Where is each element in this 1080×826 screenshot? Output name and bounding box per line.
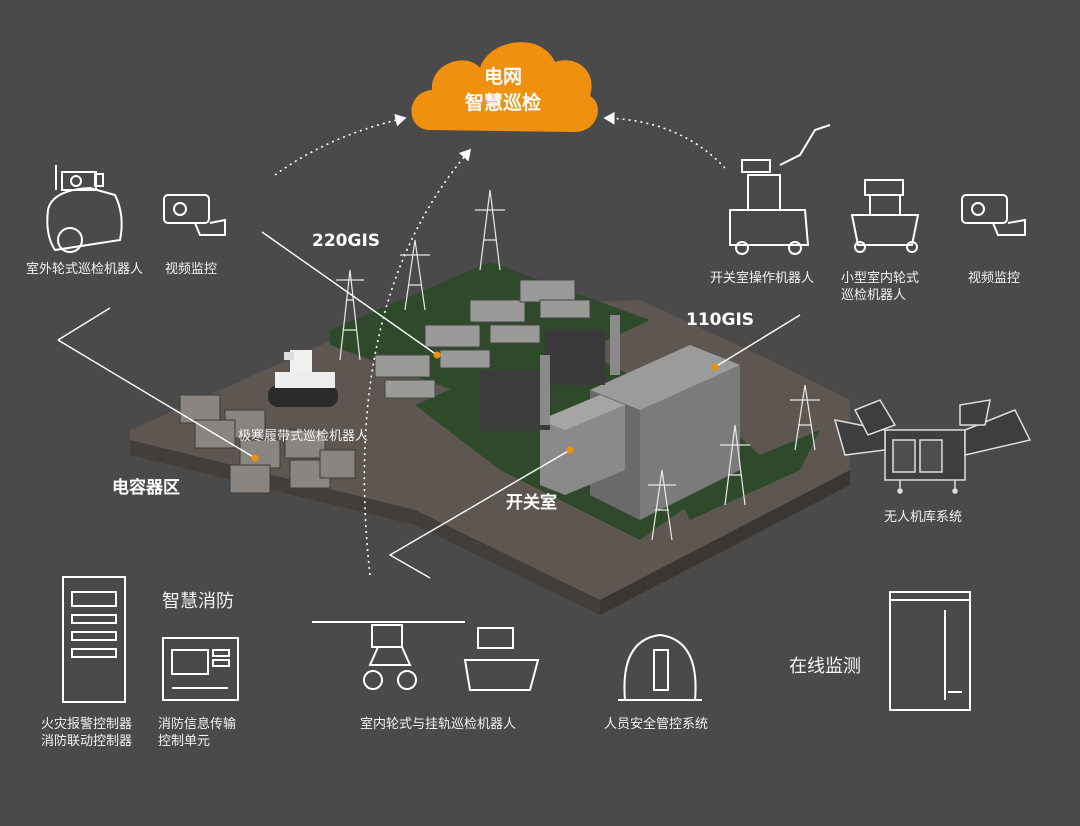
label-tracked-robot: 极寒履带式巡检机器人: [238, 429, 369, 444]
cloud-line2: 智慧巡检: [464, 92, 541, 114]
label-fire-info-line2: 控制单元: [158, 734, 211, 749]
helmet-icon: [618, 633, 702, 701]
label-fire-info: 消防信息传输 控制单元: [158, 716, 236, 750]
drone-hangar-illustration: [833, 399, 1032, 494]
label-outdoor-robot: 室外轮式巡检机器人: [26, 262, 144, 277]
zone-switch-room: 开关室: [506, 493, 557, 513]
label-video-right: 视频监控: [968, 271, 1021, 286]
label-small-indoor-robot-line1: 小型室内轮式: [841, 271, 920, 286]
switch-room-building: [540, 345, 740, 520]
leader-lines: [57, 231, 801, 579]
label-fire-alarm-line2: 消防联动控制器: [41, 734, 133, 749]
label-drone-hangar: 无人机库系统: [884, 510, 963, 525]
label-fire-info-line1: 消防信息传输: [158, 717, 237, 732]
flow-arrows: [274, 111, 726, 576]
transformers: [480, 315, 620, 430]
cloud-title: 电网 智慧巡检: [418, 64, 588, 116]
camera-icon-right: [961, 194, 1026, 236]
rail-robot-icon: [312, 621, 540, 691]
fire-info-unit-icon: [162, 637, 239, 701]
capacitor-racks: [179, 394, 356, 494]
gis-equipment: [374, 279, 591, 399]
label-switch-robot: 开关室操作机器人: [710, 271, 815, 286]
label-helmet: 人员安全管控系统: [604, 717, 709, 732]
switch-robot-icon: [729, 124, 831, 255]
leader-dots: [251, 351, 719, 462]
label-fire-alarm-line1: 火灾报警控制器: [41, 717, 133, 732]
zone-capacitor: 电容器区: [112, 478, 180, 498]
label-fire-title: 智慧消防: [162, 591, 234, 612]
label-fire-alarm: 火灾报警控制器 消防联动控制器: [41, 716, 132, 750]
outdoor-robot-icon: [46, 165, 123, 253]
label-online-monitor: 在线监测: [789, 656, 861, 677]
label-rail-robot: 室内轮式与挂轨巡检机器人: [360, 717, 517, 732]
small-indoor-robot-icon: [850, 179, 920, 253]
label-small-indoor-robot-line2: 巡检机器人: [841, 288, 907, 303]
cloud-shape: [411, 42, 598, 132]
online-monitor-cabinet-icon: [889, 591, 971, 711]
zone-220gis: 220GIS: [312, 231, 381, 251]
zone-110gis: 110GIS: [686, 310, 755, 330]
tracked-robot-illustration: [268, 350, 338, 407]
camera-icon-left: [163, 194, 226, 236]
fire-alarm-cabinet-icon: [62, 576, 126, 703]
label-video-left: 视频监控: [165, 262, 218, 277]
label-small-indoor-robot: 小型室内轮式 巡检机器人: [841, 270, 919, 304]
transmission-towers: [336, 189, 820, 541]
cloud-line1: 电网: [483, 66, 522, 88]
